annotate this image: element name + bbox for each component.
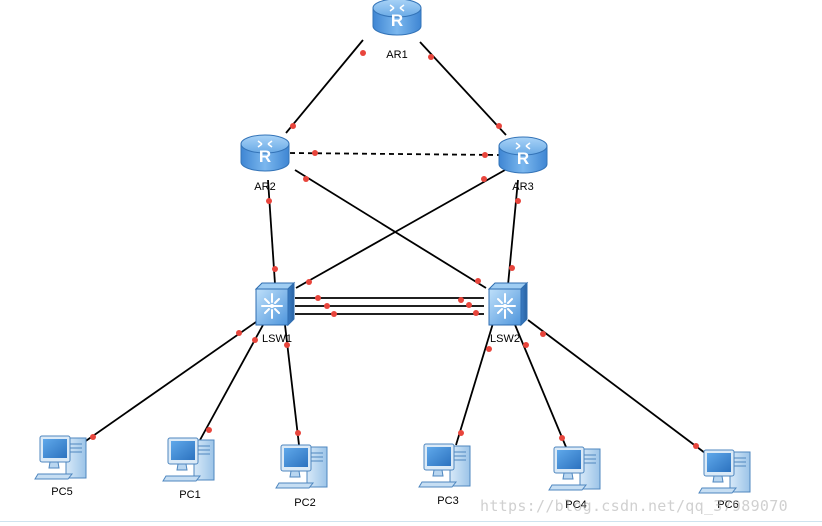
node-label-pc3: PC3 (437, 495, 458, 507)
links-layer (79, 39, 706, 454)
pc-icon (34, 435, 87, 480)
port-dot-lsw1 (252, 337, 258, 343)
port-dot-ar1 (360, 50, 366, 56)
node-pc1[interactable]: PC1 (162, 437, 215, 501)
port-dot-pc5 (90, 434, 96, 440)
node-label-lsw1: LSW1 (262, 333, 292, 345)
link-ar3-lsw1 (295, 169, 506, 289)
node-label-ar3: AR3 (512, 181, 533, 193)
link-lsw2-pc6 (527, 319, 706, 454)
node-ar2[interactable]: AR2 (240, 134, 290, 193)
watermark-text: https://blog.csdn.net/qq_37989070 (480, 497, 788, 515)
router-icon (372, 0, 422, 36)
link-lsw1-pc1 (199, 324, 264, 441)
port-dot-lsw1 (306, 279, 312, 285)
node-label-pc4: PC4 (565, 499, 586, 511)
link-lsw2-pc3 (455, 319, 495, 446)
port-dot-ar2 (303, 176, 309, 182)
port-dot-ar3 (496, 123, 502, 129)
port-dot-lsw1 (236, 330, 242, 336)
pc-icon (162, 437, 215, 482)
node-pc6[interactable]: PC6 (698, 449, 751, 511)
node-label-ar1: AR1 (386, 49, 407, 61)
port-dot-ar2 (290, 123, 296, 129)
port-dot-lsw2 (473, 310, 479, 316)
port-dot-ar3 (515, 198, 521, 204)
link-ar2-ar3 (289, 152, 501, 156)
node-pc3[interactable]: PC3 (418, 443, 471, 507)
port-dot-ar2 (312, 150, 318, 156)
switch-icon (255, 282, 295, 326)
port-dot-lsw2 (466, 302, 472, 308)
node-lsw1[interactable]: LSW1 (255, 282, 295, 345)
port-dot-pc3 (458, 430, 464, 436)
port-dot-pc6 (693, 443, 699, 449)
node-pc2[interactable]: PC2 (275, 444, 328, 509)
router-icon (240, 134, 290, 172)
link-lsw2-pc4 (512, 319, 567, 448)
port-dot-lsw2 (475, 278, 481, 284)
port-dot-lsw2 (486, 346, 492, 352)
port-dot-ar1 (428, 54, 434, 60)
port-dot-lsw1 (324, 303, 330, 309)
pc-icon (418, 443, 471, 488)
link-ar1-ar2 (285, 39, 364, 134)
node-label-ar2: AR2 (254, 181, 275, 193)
router-icon (498, 136, 548, 174)
port-dot-lsw1 (272, 266, 278, 272)
node-label-pc6: PC6 (717, 499, 738, 511)
link-ar1-ar3 (419, 41, 507, 136)
node-label-lsw2: LSW2 (490, 333, 520, 345)
link-lsw1-pc5 (79, 321, 257, 446)
port-dot-ar3 (482, 152, 488, 158)
link-ar2-lsw2 (294, 169, 487, 289)
node-label-pc5: PC5 (51, 486, 72, 498)
pc-icon (698, 449, 751, 494)
port-dot-pc4 (559, 435, 565, 441)
node-ar3[interactable]: AR3 (498, 136, 548, 193)
port-dot-lsw1 (284, 342, 290, 348)
port-dot-lsw1 (331, 311, 337, 317)
node-lsw2[interactable]: LSW2 (488, 282, 528, 345)
port-dot-lsw2 (458, 297, 464, 303)
port-dot-lsw1 (315, 295, 321, 301)
pc-icon (275, 444, 328, 489)
node-pc4[interactable]: PC4 (548, 446, 601, 511)
port-dot-pc2 (295, 430, 301, 436)
bottom-divider (0, 521, 822, 522)
port-dot-ar2 (266, 198, 272, 204)
port-dot-lsw2 (509, 265, 515, 271)
node-label-pc1: PC1 (179, 489, 200, 501)
port-dot-ar3 (481, 176, 487, 182)
ports-layer (90, 50, 699, 449)
port-dot-lsw2 (540, 331, 546, 337)
node-ar1[interactable]: AR1 (372, 0, 422, 61)
switch-icon (488, 282, 528, 326)
pc-icon (548, 446, 601, 491)
node-pc5[interactable]: PC5 (34, 435, 87, 498)
port-dot-pc1 (206, 427, 212, 433)
port-dot-lsw2 (523, 342, 529, 348)
node-label-pc2: PC2 (294, 497, 315, 509)
